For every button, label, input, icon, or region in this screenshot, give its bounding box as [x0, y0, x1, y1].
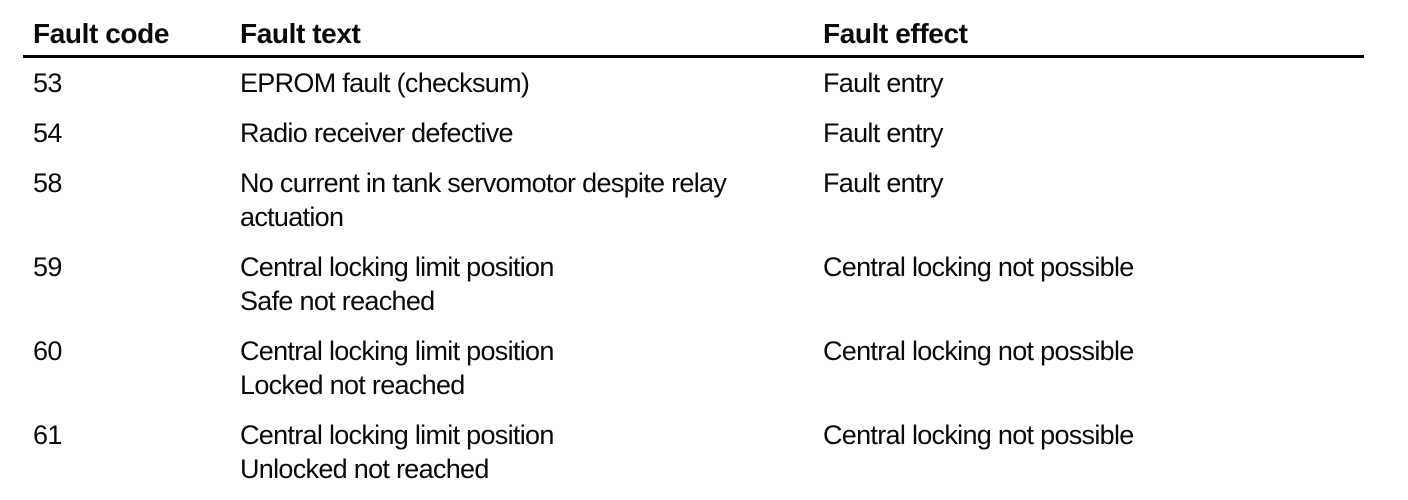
- fault-text-cell: Radio receiver defective: [240, 118, 514, 148]
- fault-table-body: 53 EPROM fault (checksum) Fault entry 54…: [23, 57, 1364, 495]
- fault-text-cell: EPROM fault (checksum): [240, 68, 530, 98]
- fault-text-cell: Central locking limit position Safe not …: [240, 252, 554, 316]
- fault-text-cell: Central locking limit position Locked no…: [240, 336, 554, 400]
- column-header-fault-code: Fault code: [23, 0, 240, 58]
- table-row: 59 Central locking limit position Safe n…: [23, 242, 1364, 326]
- fault-effect-cell: Central locking not possible: [823, 420, 1134, 450]
- table-row: 58 No current in tank servomotor despite…: [23, 158, 1364, 242]
- header-row: Fault code Fault text Fault effect: [23, 0, 1364, 58]
- fault-effect-cell: Fault entry: [823, 68, 944, 98]
- fault-effect-cell: Central locking not possible: [823, 252, 1134, 282]
- table-row: 54 Radio receiver defective Fault entry: [23, 108, 1364, 158]
- column-header-fault-effect: Fault effect: [823, 0, 1364, 58]
- fault-code-cell: 61: [33, 420, 62, 450]
- fault-code-cell: 59: [33, 252, 62, 282]
- fault-code-cell: 53: [33, 68, 62, 98]
- fault-code-cell: 60: [33, 336, 62, 366]
- table-row: 53 EPROM fault (checksum) Fault entry: [23, 57, 1364, 109]
- fault-text-cell: No current in tank servomotor despite re…: [240, 168, 727, 232]
- fault-code-table: Fault code Fault text Fault effect 53 EP…: [23, 0, 1364, 494]
- fault-code-cell: 58: [33, 168, 62, 198]
- fault-text-cell: Central locking limit position Unlocked …: [240, 420, 554, 484]
- table-row: 60 Central locking limit position Locked…: [23, 326, 1364, 410]
- table-row: 61 Central locking limit position Unlock…: [23, 410, 1364, 494]
- fault-table-header: Fault code Fault text Fault effect: [23, 0, 1364, 58]
- fault-code-cell: 54: [33, 118, 62, 148]
- fault-effect-cell: Central locking not possible: [823, 336, 1134, 366]
- fault-effect-cell: Fault entry: [823, 168, 944, 198]
- fault-effect-cell: Fault entry: [823, 118, 944, 148]
- column-header-fault-text: Fault text: [240, 0, 823, 58]
